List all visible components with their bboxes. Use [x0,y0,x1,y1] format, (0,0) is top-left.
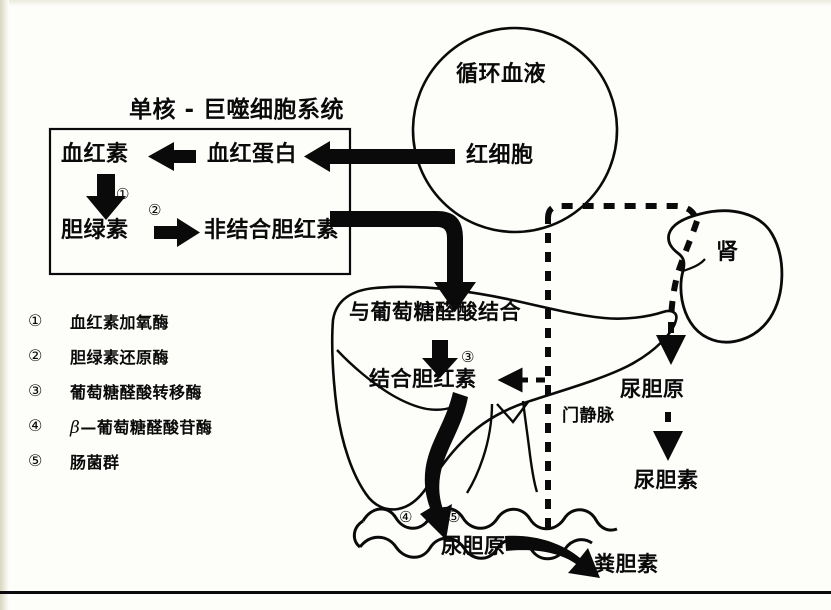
label-biliverdin: 胆绿素 [61,218,129,243]
bottom-rule [0,591,831,594]
mps-box-outline [48,127,352,276]
label-urobilin: 尿胆素 [634,468,699,492]
legend-marker: ③ [28,381,43,400]
scan-edge-top [0,0,831,6]
label-glucuronide-conjugation: 与葡萄糖醛酸结合 [349,300,521,324]
label-stercobilin: 粪胆素 [594,552,659,576]
arrow-urobilinogen-to-stercobilin [505,535,600,578]
legend-label: 血红素加氧酶 [70,312,170,332]
label-unconjugated-bilirubin: 非结合胆红素 [204,218,340,243]
beta-symbol: β [70,417,81,438]
arrow-unconjugated-to-liver [330,211,476,312]
label-circulating-blood: 循环血液 [456,62,547,87]
legend-marker: ① [28,311,43,330]
label-hemoglobin: 血红蛋白 [207,142,298,167]
legend-item: ③ 葡萄糖醛酸转移酶 [28,373,328,408]
label-heme: 血红素 [61,142,129,167]
label-portal-vein: 门静脉 [562,406,615,426]
marker-step3: ③ [461,348,475,366]
marker-step4: ④ [399,508,413,526]
gallbladder-outline [465,403,494,494]
arrow-conjugation-step3 [422,340,458,378]
gallbladder-duct [521,400,539,493]
marker-step1: ① [116,185,130,203]
label-intestine-urobilinogen: 尿胆原 [441,534,506,558]
legend-label: β—葡萄糖醛酸苷酶 [70,414,212,438]
mps-title: 单核 - 巨噬细胞系统 [129,97,345,123]
label-conjugated-bilirubin: 结合胆红素 [369,367,477,391]
liver-outline [330,285,678,511]
dashed-line-blood-to-kidney [545,203,700,223]
arrow-heme-to-biliverdin-step1 [86,174,126,220]
marker-step2: ② [148,201,162,219]
scan-edge-left [0,0,9,610]
kidney-outline [667,209,784,344]
legend-item: ④ β—葡萄糖醛酸苷酶 [28,408,328,443]
arrow-biliverdin-to-unconjugated-step2 [154,218,200,247]
intestine-upper-border [361,506,618,532]
intestine-left-cap [352,519,364,549]
legend-item: ① 血红素加氧酶 [28,303,328,338]
dashed-arrow-kidney-to-urobilinogen [656,220,700,365]
legend-label: 胆绿素还原酶 [70,347,170,367]
arrow-rbc-to-hemoglobin [304,141,455,172]
liver-left-lobe-fold [336,349,461,411]
legend-label-rest: —葡萄糖醛酸苷酶 [80,417,213,437]
enzyme-legend: ① 血红素加氧酶 ② 胆绿素还原酶 ③ 葡萄糖醛酸转移酶 ④ β—葡萄糖醛酸苷酶… [28,303,328,478]
legend-label: 葡萄糖醛酸转移酶 [70,382,203,402]
legend-marker: ④ [28,416,43,435]
circulating-blood-circle [411,26,619,234]
legend-marker: ⑤ [28,451,43,470]
legend-label: 肠菌群 [70,452,120,472]
label-kidney: 肾 [716,240,739,265]
arrow-hemoglobin-to-heme [148,142,196,171]
legend-marker: ② [28,346,43,365]
arrow-conjugated-to-intestine [420,392,468,540]
marker-step5: ⑤ [447,508,461,526]
legend-item: ② 胆绿素还原酶 [28,338,328,373]
kidney-hilum [682,258,706,273]
legend-item: ⑤ 肠菌群 [28,443,328,478]
label-red-blood-cell: 红细胞 [466,143,534,168]
label-kidney-urobilinogen: 尿胆原 [620,377,685,401]
gallbladder-neck [496,401,529,424]
